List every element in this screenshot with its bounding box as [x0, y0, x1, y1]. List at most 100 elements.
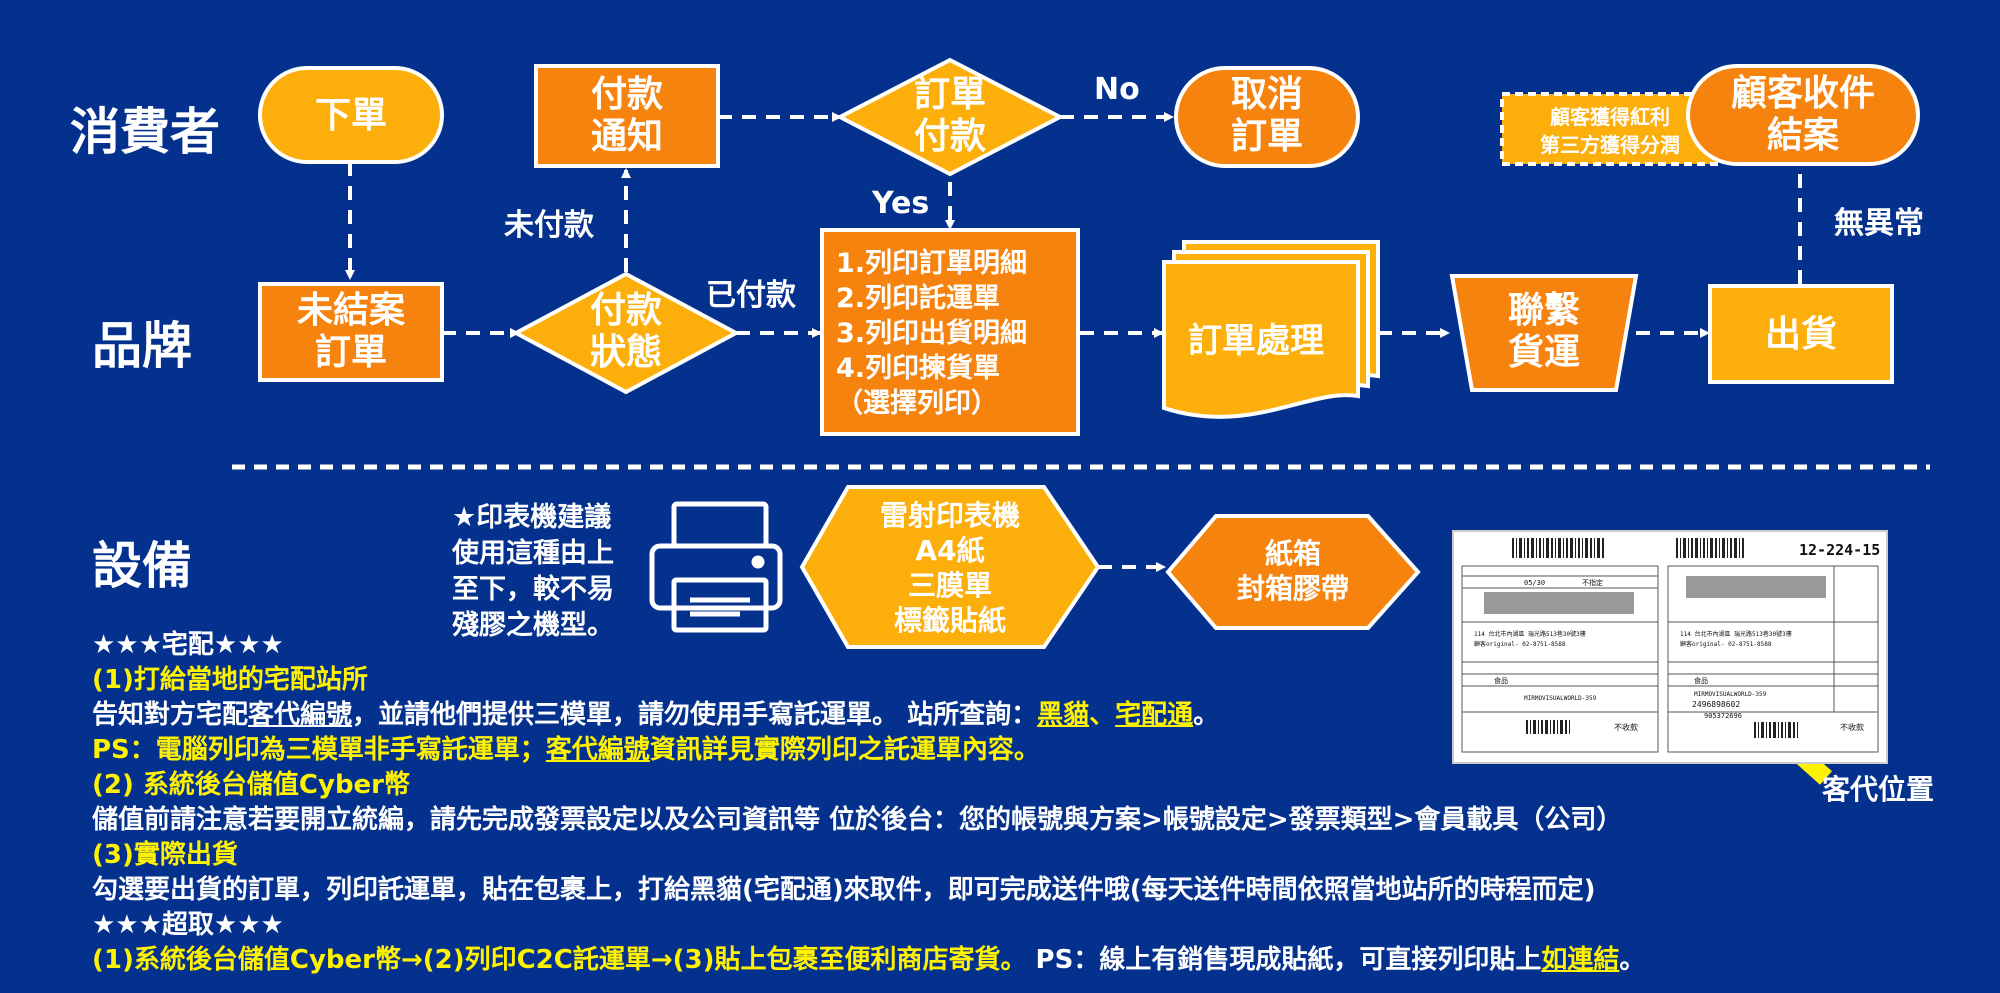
daishou-position-label: 客代位置	[1822, 773, 1935, 806]
home-step1-text: 告知對方宅配客代編號，並請他們提供三模單，請勿使用手寫託運單。 站所查詢：黑貓、…	[92, 698, 1972, 733]
customer-receive-node	[1686, 64, 1920, 166]
order-payment-line1: 訂單	[914, 74, 986, 115]
waybill-address-2: 114 台北市內湖區 瑞光路513巷30號3樓	[1680, 630, 1792, 638]
cancel-order-line1: 取消	[1231, 74, 1303, 115]
home-step1-c: ，並請他們提供三模單，請勿使用手寫託運單。 站所查詢：	[352, 700, 1038, 730]
open-order-node	[258, 282, 444, 382]
open-order-line2: 訂單	[315, 332, 387, 373]
cvs-steps-a: (1)系統後台儲值Cyber幣→(2)列印C2C託運單→(3)貼上包裹至便利商店…	[92, 945, 1027, 975]
printer-note-line1: ★印表機建議	[452, 502, 612, 533]
edge-label-no: No	[1094, 72, 1140, 107]
link-sticker[interactable]: 如連結	[1541, 945, 1620, 975]
cvs-steps-b: PS：線上有銷售現成貼紙，可直接列印貼上	[1026, 945, 1542, 975]
print-steps-node	[820, 228, 1080, 436]
customer-receive-line1: 顧客收件	[1731, 73, 1875, 114]
order-processing-node	[1162, 240, 1380, 419]
print-step-2: 2.列印託運單	[836, 282, 1000, 314]
waybill-no-collect: 不收款	[1614, 722, 1638, 732]
cvs-end: 。	[1619, 945, 1646, 975]
home-ps-a: PS：電腦列印為三模單非手寫託運單；	[92, 735, 546, 765]
home-step1-end: 。	[1193, 700, 1220, 730]
laser-printer-line4: 標籤貼紙	[894, 604, 1006, 637]
place-order-node	[258, 66, 444, 164]
lane-equipment: 設備	[92, 537, 192, 595]
order-payment-line2: 付款	[914, 116, 986, 157]
payment-notice-node	[534, 64, 720, 168]
payment-status-decision	[511, 271, 741, 395]
lane-consumer: 消費者	[70, 103, 220, 161]
waybill-tracking-2: 905372696	[1704, 712, 1742, 720]
waybill-unspecified: 不指定	[1582, 578, 1603, 587]
ship-label: 出貨	[1765, 314, 1837, 355]
home-step1-title: (1)打給當地的宅配站所	[92, 665, 368, 695]
carton-node	[1165, 514, 1421, 630]
contact-shipping-line2: 貨運	[1508, 332, 1580, 373]
waybill-order-no-2: MIRMOVISUALWORLD-359	[1694, 691, 1767, 698]
bonus-line2: 第三方獲得分潤	[1540, 133, 1680, 157]
waybill-address: 114 台北市內湖區 瑞光路513巷30號3樓	[1474, 630, 1586, 638]
waybill-code: 12-224-15	[1799, 541, 1880, 559]
customer-receive-line2: 結案	[1767, 115, 1840, 156]
home-step1-sep: 、	[1089, 700, 1116, 730]
home-delivery-title: ★★★宅配★★★	[92, 628, 1972, 663]
link-pelican[interactable]: 宅配通	[1115, 700, 1194, 730]
info-section: ★★★宅配★★★ (1)打給當地的宅配站所 告知對方宅配客代編號，並請他們提供三…	[92, 628, 1972, 978]
cvs-title-text: ★★★超取★★★	[92, 910, 284, 940]
bonus-line1: 顧客獲得紅利	[1550, 105, 1670, 129]
waybill-sample: 12-224-15 05/30 不指定 114 台北市內湖區 瑞光路513巷30…	[1452, 530, 1888, 764]
order-processing-label: 訂單處理	[1188, 321, 1324, 361]
waybill-sender-2: 顧客original- 02-8751-8588	[1680, 640, 1772, 648]
laser-printer-line1: 雷射印表機	[880, 499, 1020, 532]
payment-notice-line1: 付款	[591, 74, 663, 115]
order-payment-decision	[835, 57, 1065, 177]
open-order-line1: 未結案	[297, 290, 406, 331]
edge-label-no-exception: 無異常	[1834, 206, 1924, 241]
laser-printer-line2: A4紙	[915, 534, 984, 567]
cvs-title: ★★★超取★★★	[92, 908, 1972, 943]
waybill-date: 05/30	[1524, 579, 1545, 587]
waybill-no-collect-2: 不收款	[1840, 722, 1864, 732]
print-step-note: （選擇列印）	[836, 388, 998, 419]
contact-shipping-line1: 聯繫	[1508, 290, 1580, 331]
connectors	[345, 112, 1802, 572]
home-step2-title: (2) 系統後台儲值Cyber幣	[92, 770, 411, 800]
home-ps-c: 資訊詳見實際列印之託運單內容。	[649, 735, 1040, 765]
cvs-steps: (1)系統後台儲值Cyber幣→(2)列印C2C託運單→(3)貼上包裹至便利商店…	[92, 943, 1972, 978]
home-step1-a: 告知對方宅配	[92, 700, 249, 730]
carton-line1: 紙箱	[1265, 537, 1321, 570]
carton-line2: 封箱膠帶	[1237, 572, 1349, 605]
printer-note: ★印表機建議 使用這種由上 至下，較不易 殘膠之機型。	[452, 500, 652, 644]
home-step1-code: 客代編號	[248, 700, 353, 730]
payment-status-line2: 狀態	[590, 332, 662, 373]
home-delivery-title-text: ★★★宅配★★★	[92, 630, 284, 660]
home-step3-title: (3)實際出貨	[92, 840, 238, 870]
printer-note-line2: 使用這種由上	[452, 538, 614, 569]
laser-printer-line3: 三膜單	[908, 569, 992, 602]
contact-shipping-node	[1449, 274, 1639, 392]
print-step-3: 3.列印出貨明細	[836, 317, 1027, 349]
edge-label-paid: 已付款	[706, 278, 796, 313]
edge-label-yes: Yes	[872, 186, 930, 221]
home-ps: PS：電腦列印為三模單非手寫託運單；客代編號資訊詳見實際列印之託運單內容。	[92, 733, 1972, 768]
cancel-order-line2: 訂單	[1231, 116, 1303, 157]
laser-printer-node	[799, 485, 1101, 649]
waybill-item: 食品	[1494, 676, 1508, 685]
link-tcat[interactable]: 黑貓	[1037, 700, 1090, 730]
printer-note-line3: 至下，較不易	[452, 574, 614, 605]
home-step2-text: 儲值前請注意若要開立統編，請先完成發票設定以及公司資訊等 位於後台：您的帳號與方…	[92, 805, 1623, 835]
ship-node	[1708, 284, 1894, 384]
home-step3-text: 勾選要出貨的訂單，列印託運單，貼在包裹上，打給黑貓(宅配通)來取件，即可完成送件…	[92, 875, 1596, 905]
printer-note-line4: 殘膠之機型。	[452, 610, 614, 641]
waybill-tracking: 2496898602	[1692, 700, 1740, 709]
home-ps-code: 客代編號	[545, 735, 650, 765]
payment-notice-line2: 通知	[591, 116, 663, 157]
edge-label-unpaid: 未付款	[504, 208, 594, 243]
waybill-sender: 顧客original- 02-8751-8588	[1474, 640, 1566, 648]
print-step-1: 1.列印訂單明細	[836, 247, 1027, 279]
waybill-order-no: MIRMOVISUALWORLD-359	[1524, 695, 1597, 702]
place-order-label: 下單	[315, 95, 387, 136]
printer-icon	[649, 501, 783, 633]
waybill-item-2: 食品	[1694, 676, 1708, 685]
cancel-order-node	[1174, 66, 1360, 168]
